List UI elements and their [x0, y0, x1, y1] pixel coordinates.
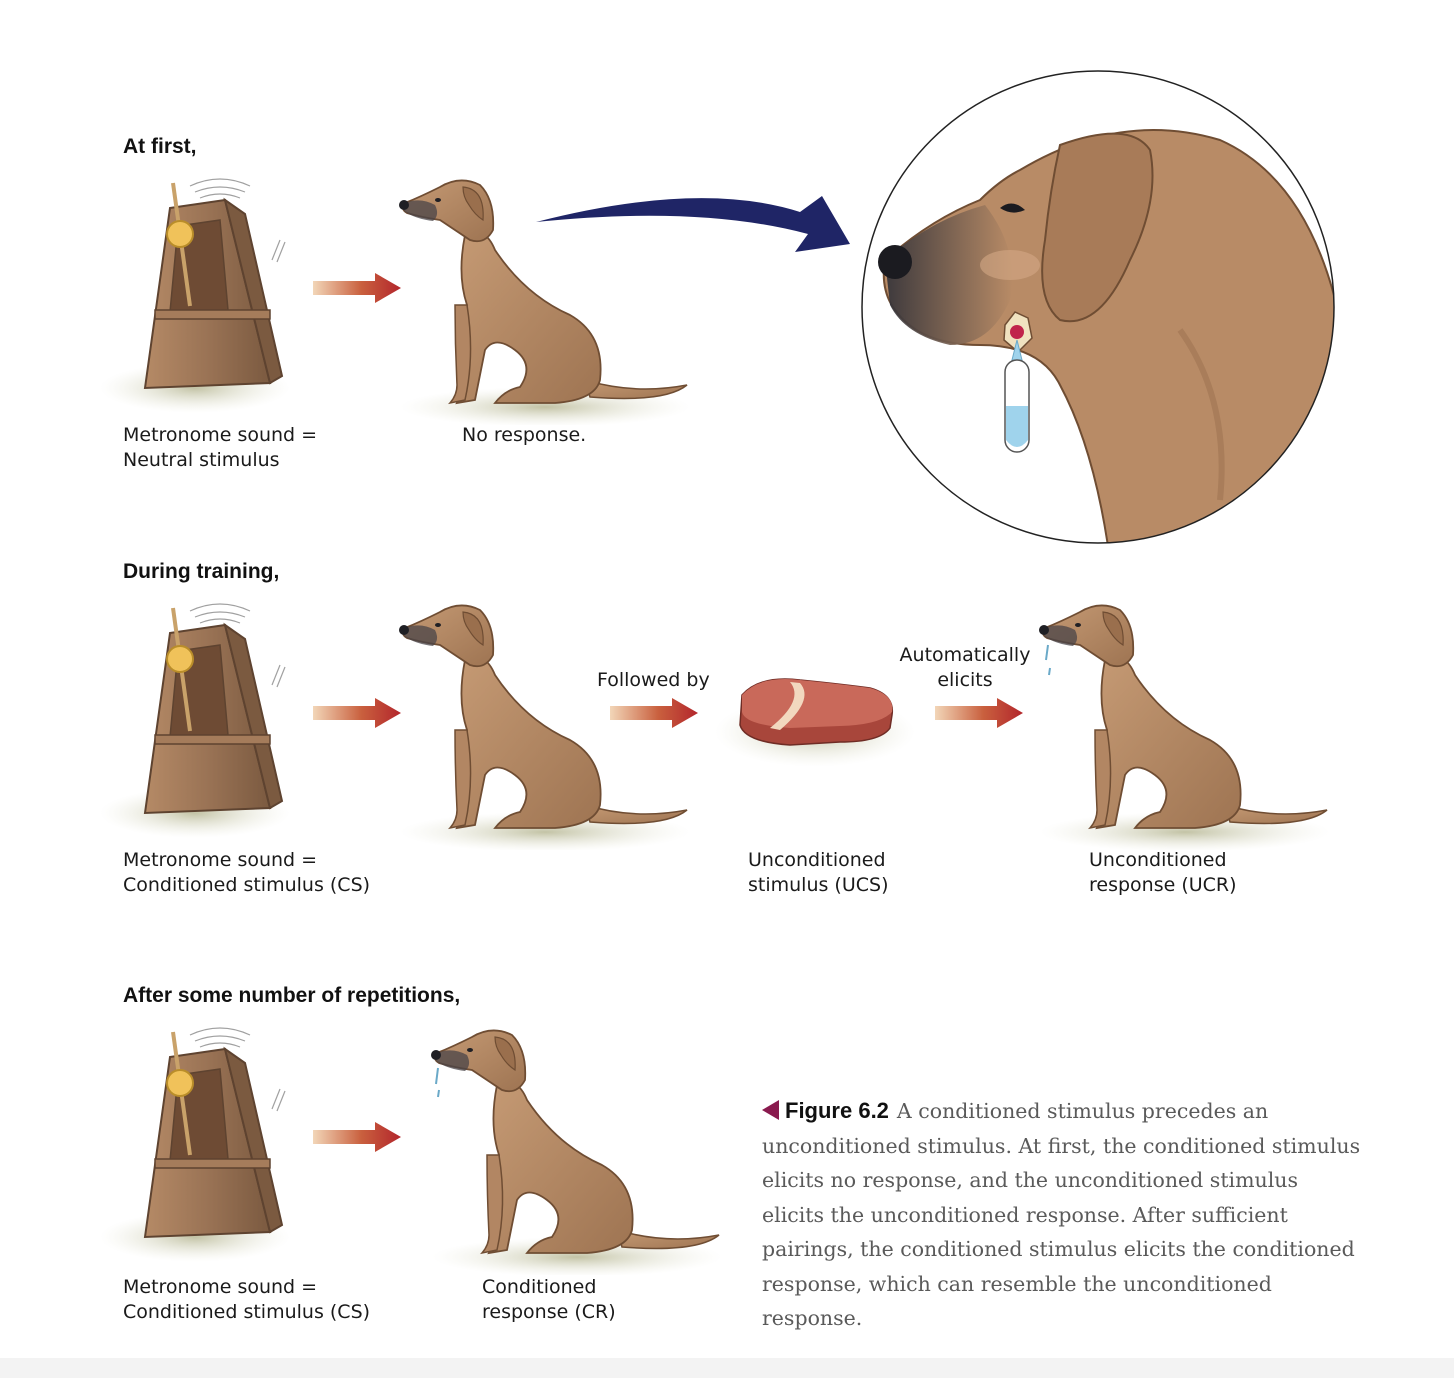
page-footer-strip — [0, 1358, 1454, 1378]
saliva-drop-icon — [1045, 644, 1051, 676]
cr-label: Conditioned response (CR) — [482, 1276, 616, 1323]
ucr-label: Unconditioned response (UCR) — [1089, 849, 1237, 896]
arrow-icon — [610, 698, 698, 728]
dog-icon — [430, 1029, 723, 1275]
row2-heading: During training, — [123, 560, 280, 583]
metronome-icon — [100, 1027, 292, 1264]
arrow-icon — [313, 698, 401, 728]
steak-icon — [715, 678, 915, 767]
metronome-icon — [100, 178, 292, 415]
saliva-drop-icon — [435, 1067, 440, 1098]
dog-icon — [1038, 604, 1331, 850]
saliva-tube-icon — [1003, 311, 1033, 453]
row1-stimulus-label: Metronome sound = Neutral stimulus — [123, 424, 318, 471]
arrow-icon — [313, 1122, 401, 1152]
caption-text: A conditioned stimulus precedes an uncon… — [762, 1099, 1361, 1330]
arrow-icon — [935, 698, 1023, 728]
arrow-icon — [313, 273, 401, 303]
row1-heading: At first, — [123, 135, 197, 158]
followed-by-label: Followed by — [597, 669, 710, 691]
zoom-arrow-icon — [536, 196, 850, 252]
automatically-elicits-label: Automatically elicits — [899, 644, 1031, 691]
zoom-circle — [861, 70, 1335, 544]
dog-icon — [398, 179, 691, 425]
caption-marker-icon — [762, 1100, 779, 1120]
figure-label: Figure 6.2 — [785, 1098, 889, 1123]
row1-dog-label: No response. — [462, 424, 587, 446]
metronome-icon — [100, 603, 292, 840]
dog-icon — [398, 604, 691, 850]
ucs-label: Unconditioned stimulus (UCS) — [748, 849, 889, 896]
row3-heading: After some number of repetitions, — [123, 984, 461, 1007]
row3-stimulus-label: Metronome sound = Conditioned stimulus (… — [123, 1276, 371, 1323]
row2-stimulus-label: Metronome sound = Conditioned stimulus (… — [123, 849, 371, 896]
